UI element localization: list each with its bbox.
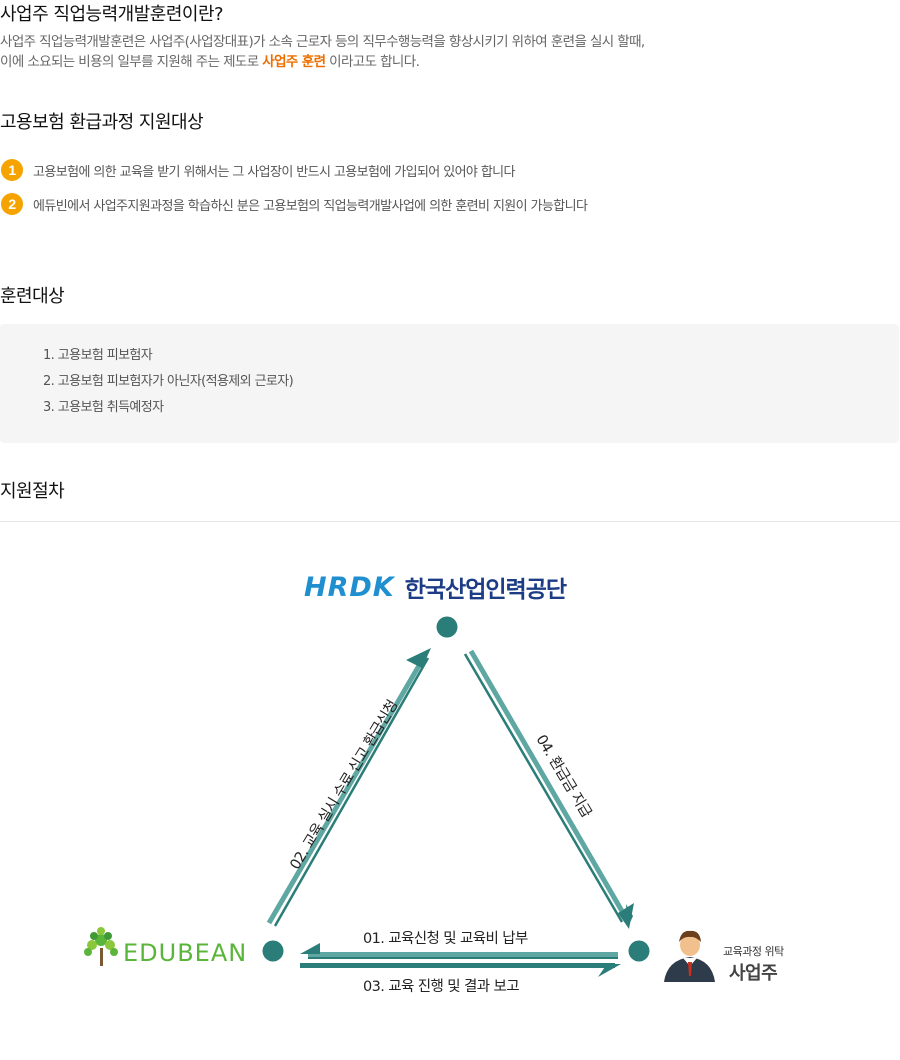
- eligibility-title: 고용보험 환급과정 지원대상: [0, 112, 204, 133]
- intro-line-1: 사업주 직업능력개발훈련은 사업주(사업장대표)가 소속 근로자 등의 직무수행…: [0, 34, 645, 50]
- employer-title: 사업주: [729, 963, 778, 984]
- eligibility-item-text: 고용보험에 의한 교육을 받기 위해서는 그 사업장이 반드시 고용보험에 가입…: [33, 164, 516, 180]
- hrdk-node: [436, 616, 458, 638]
- step-3-label: 03. 교육 진행 및 결과 보고: [363, 979, 520, 995]
- list-item: 2. 고용보험 피보험자가 아닌자(적용제외 근로자): [43, 374, 294, 389]
- edubean-node: [262, 940, 284, 962]
- arrow-step-4: [463, 649, 634, 929]
- eligibility-item-1: 1 고용보험에 의한 교육을 받기 위해서는 그 사업장이 반드시 고용보험에 …: [1, 159, 516, 181]
- list-item: 1. 고용보험 피보험자: [43, 348, 153, 363]
- edubean-wordmark: EDUBEAN: [123, 939, 248, 967]
- hrdk-letters: HRDK: [304, 571, 395, 603]
- hrdk-logo: HRDK 한국산업인력공단: [304, 570, 567, 604]
- intro-line-2-prefix: 이에 소요되는 비용의 일부를 지원해 주는 제도로: [0, 54, 263, 70]
- trainees-box: 1. 고용보험 피보험자 2. 고용보험 피보험자가 아닌자(적용제외 근로자)…: [0, 324, 899, 443]
- employer-label: 교육과정 위탁 사업주: [723, 943, 784, 985]
- hrdk-name: 한국산업인력공단: [404, 577, 567, 603]
- employer-node: [628, 940, 650, 962]
- procedure-title: 지원절차: [0, 481, 65, 502]
- employer-person-icon: [664, 930, 715, 982]
- intro-title: 사업주 직업능력개발훈련이란?: [0, 4, 224, 25]
- trainees-title: 훈련대상: [0, 286, 65, 307]
- edubean-tree-icon: [84, 927, 118, 966]
- eligibility-item-2: 2 에듀빈에서 사업주지원과정을 학습하신 분은 고용보험의 직업능력개발사업에…: [1, 193, 588, 215]
- trainees-list: 1. 고용보험 피보험자 2. 고용보험 피보험자가 아닌자(적용제외 근로자)…: [0, 324, 899, 426]
- intro-highlight: 사업주 훈련: [262, 54, 326, 70]
- list-item: 3. 고용보험 취득예정자: [43, 400, 164, 415]
- arrow-step-2: [266, 648, 431, 927]
- intro-line-2-suffix: 이라고도 합니다.: [325, 54, 420, 70]
- arrow-step-3: [300, 963, 621, 977]
- employer-subtitle: 교육과정 위탁: [723, 945, 784, 958]
- number-2-icon: 2: [1, 193, 23, 215]
- intro-description: 사업주 직업능력개발훈련은 사업주(사업장대표)가 소속 근로자 등의 직무수행…: [0, 32, 900, 72]
- step-1-label: 01. 교육신청 및 교육비 납부: [363, 931, 528, 947]
- number-1-icon: 1: [1, 159, 23, 181]
- arrow-step-1: [300, 943, 618, 959]
- eligibility-item-text: 에듀빈에서 사업주지원과정을 학습하신 분은 고용보험의 직업능력개발사업에 의…: [33, 198, 588, 214]
- edubean-logo: EDUBEAN: [120, 939, 247, 967]
- procedure-diagram: [84, 616, 715, 982]
- procedure-divider: [0, 521, 900, 522]
- intro-line-2: 이에 소요되는 비용의 일부를 지원해 주는 제도로 사업주 훈련 이라고도 합…: [0, 52, 900, 72]
